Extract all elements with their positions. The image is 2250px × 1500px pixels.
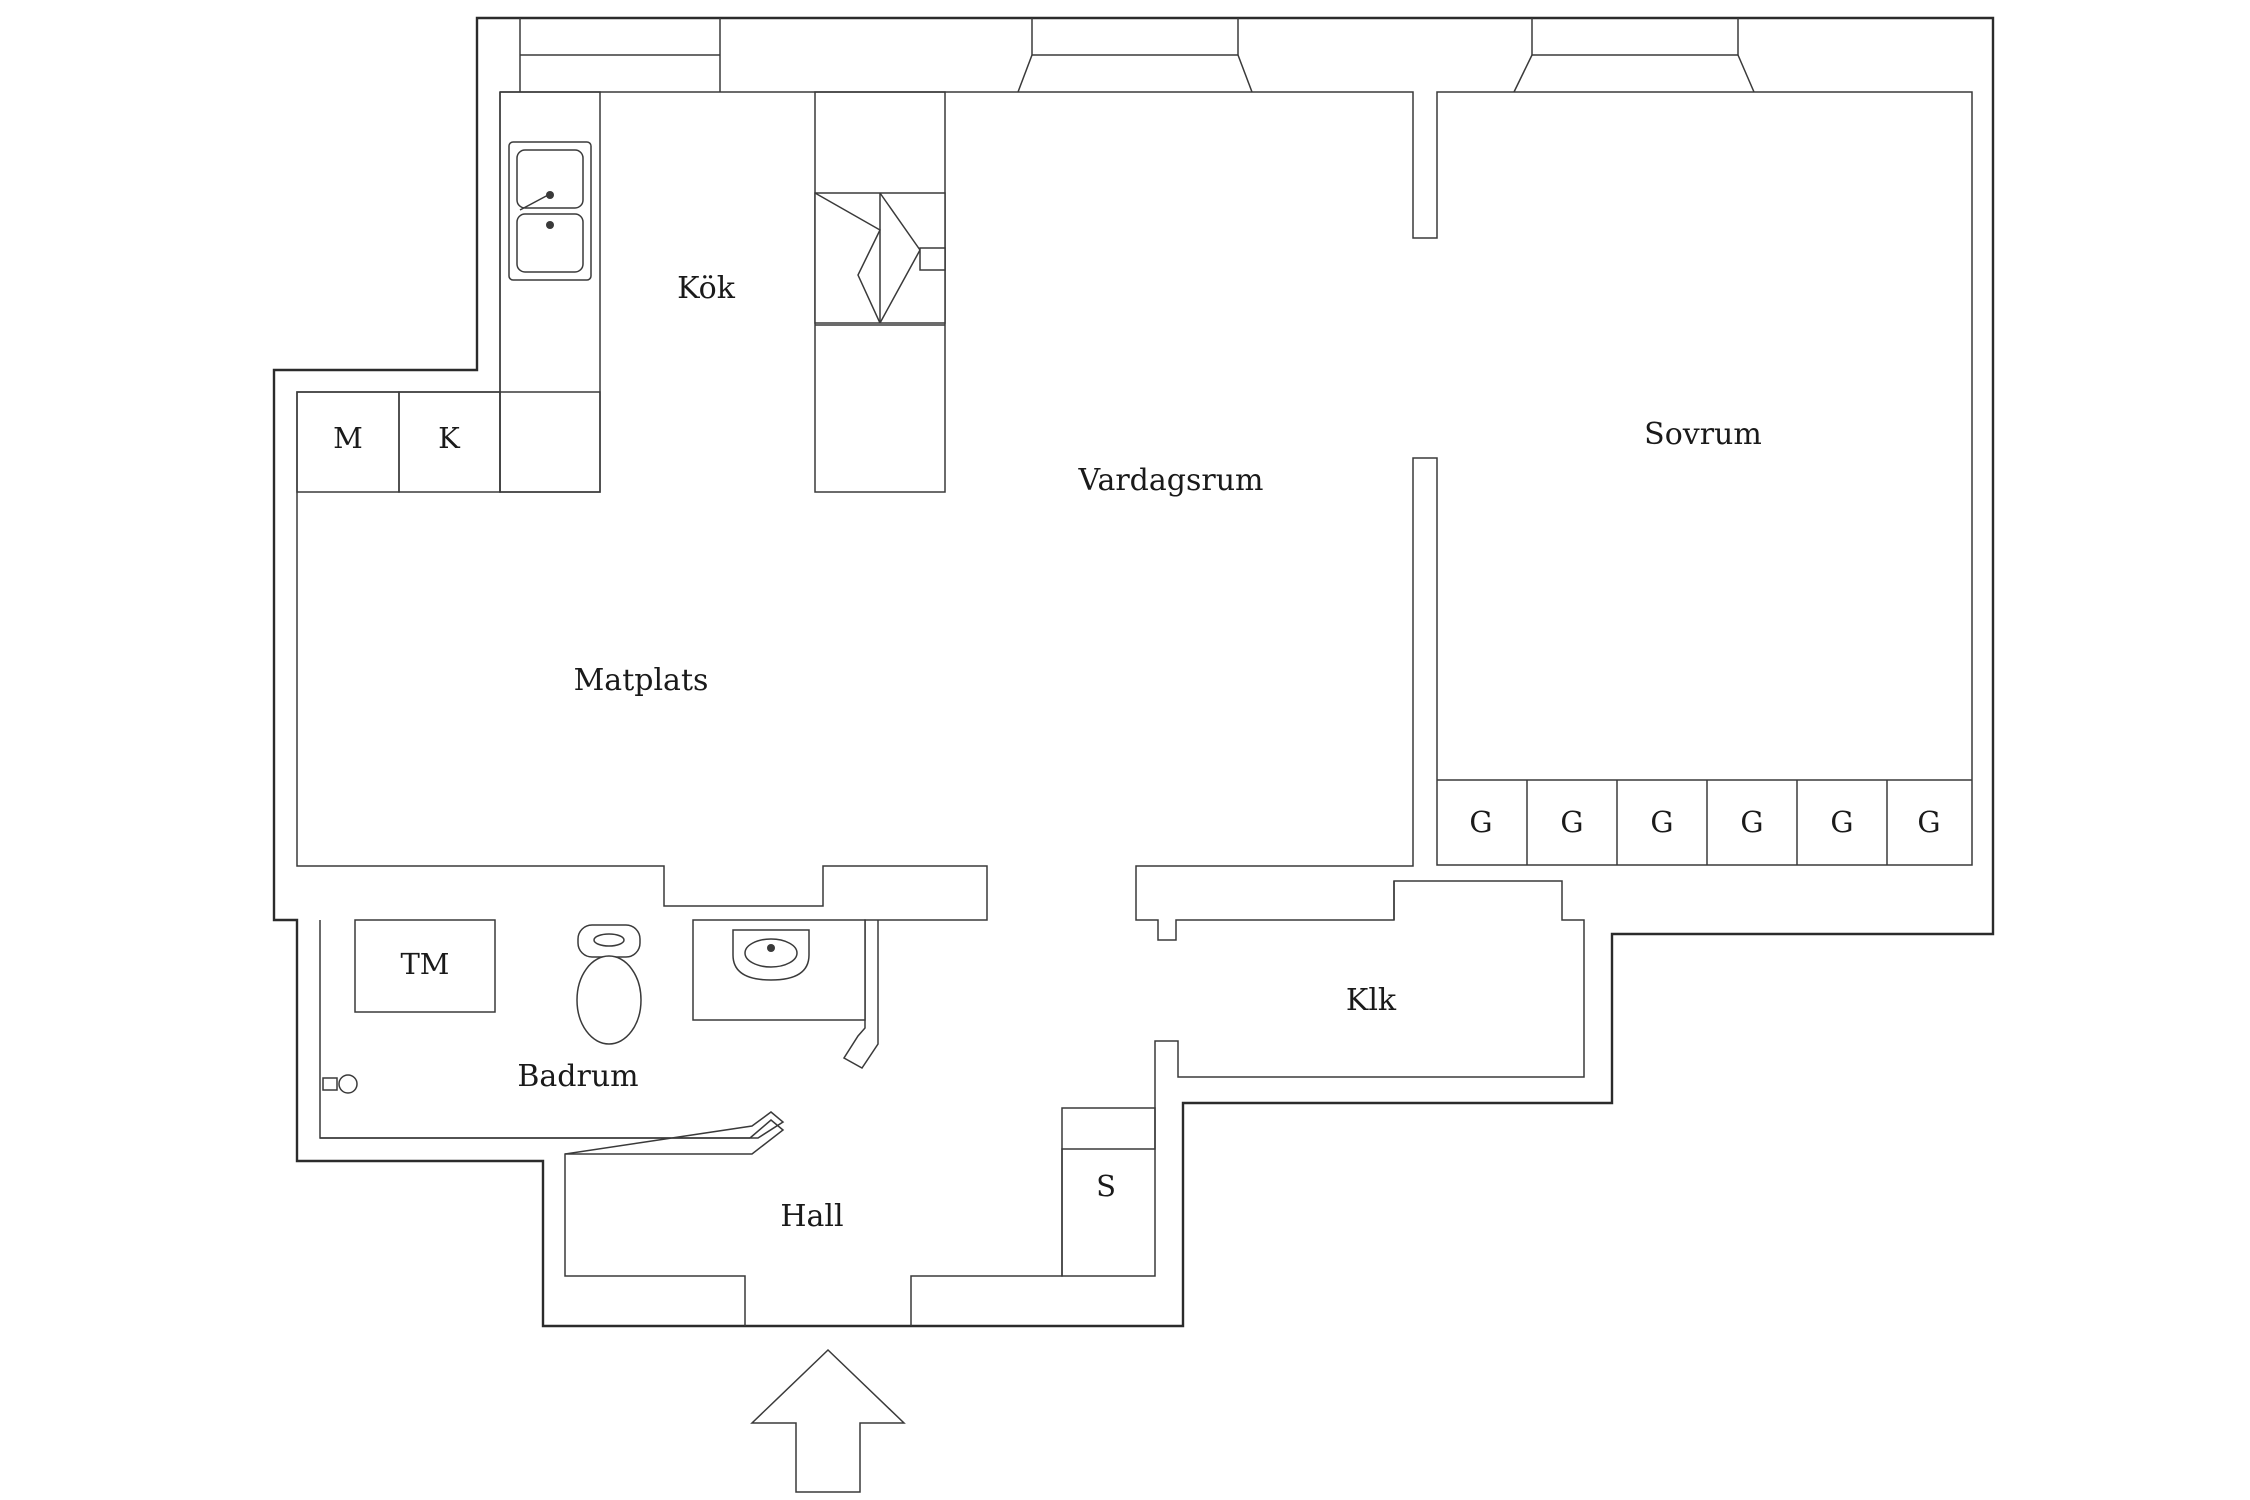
sink-icon [508, 141, 592, 281]
inner-wall-main [500, 91, 1973, 1326]
fixture-label-wardrobe: G [1830, 805, 1853, 839]
shower-icon [322, 1074, 358, 1094]
room-label-living: Vardagsrum [1078, 463, 1264, 498]
room-label-kitchen: Kök [677, 271, 736, 306]
fixture-label-wardrobe: G [1740, 805, 1763, 839]
window-living [1017, 18, 1253, 93]
room-label-dining: Matplats [574, 663, 709, 698]
fixture-label-wardrobe: G [1650, 805, 1673, 839]
toilet-icon [576, 924, 642, 1045]
fixture-label-wardrobe: G [1469, 805, 1492, 839]
fixture-label-fridge: K [438, 421, 461, 455]
washbasin-icon [692, 919, 866, 1021]
fixture-label-storage: S [1096, 1169, 1116, 1203]
fixture-label-washing-machine: TM [400, 947, 449, 981]
counter-corner [499, 391, 601, 493]
wardrobe-row [1437, 779, 1972, 865]
room-label-walk-in-closet: Klk [1346, 983, 1397, 1018]
wall-segment [565, 1119, 785, 1155]
room-label-hall: Hall [780, 1199, 843, 1234]
window-bedroom [1513, 18, 1755, 93]
fixture-label-wardrobe: G [1560, 805, 1583, 839]
stove-icon [814, 192, 946, 324]
fixture-label-wardrobe: G [1917, 805, 1940, 839]
entrance-arrow-icon [750, 1348, 906, 1493]
storage-unit [1061, 1107, 1156, 1277]
inner-wall-west [296, 92, 988, 1069]
room-label-bathroom: Badrum [517, 1059, 638, 1094]
room-label-bedroom: Sovrum [1644, 417, 1762, 452]
washing-machine-unit [354, 919, 496, 1013]
fixture-label-microwave: M [333, 421, 363, 455]
window-kitchen [519, 18, 721, 92]
outer-wall [272, 16, 1995, 1328]
